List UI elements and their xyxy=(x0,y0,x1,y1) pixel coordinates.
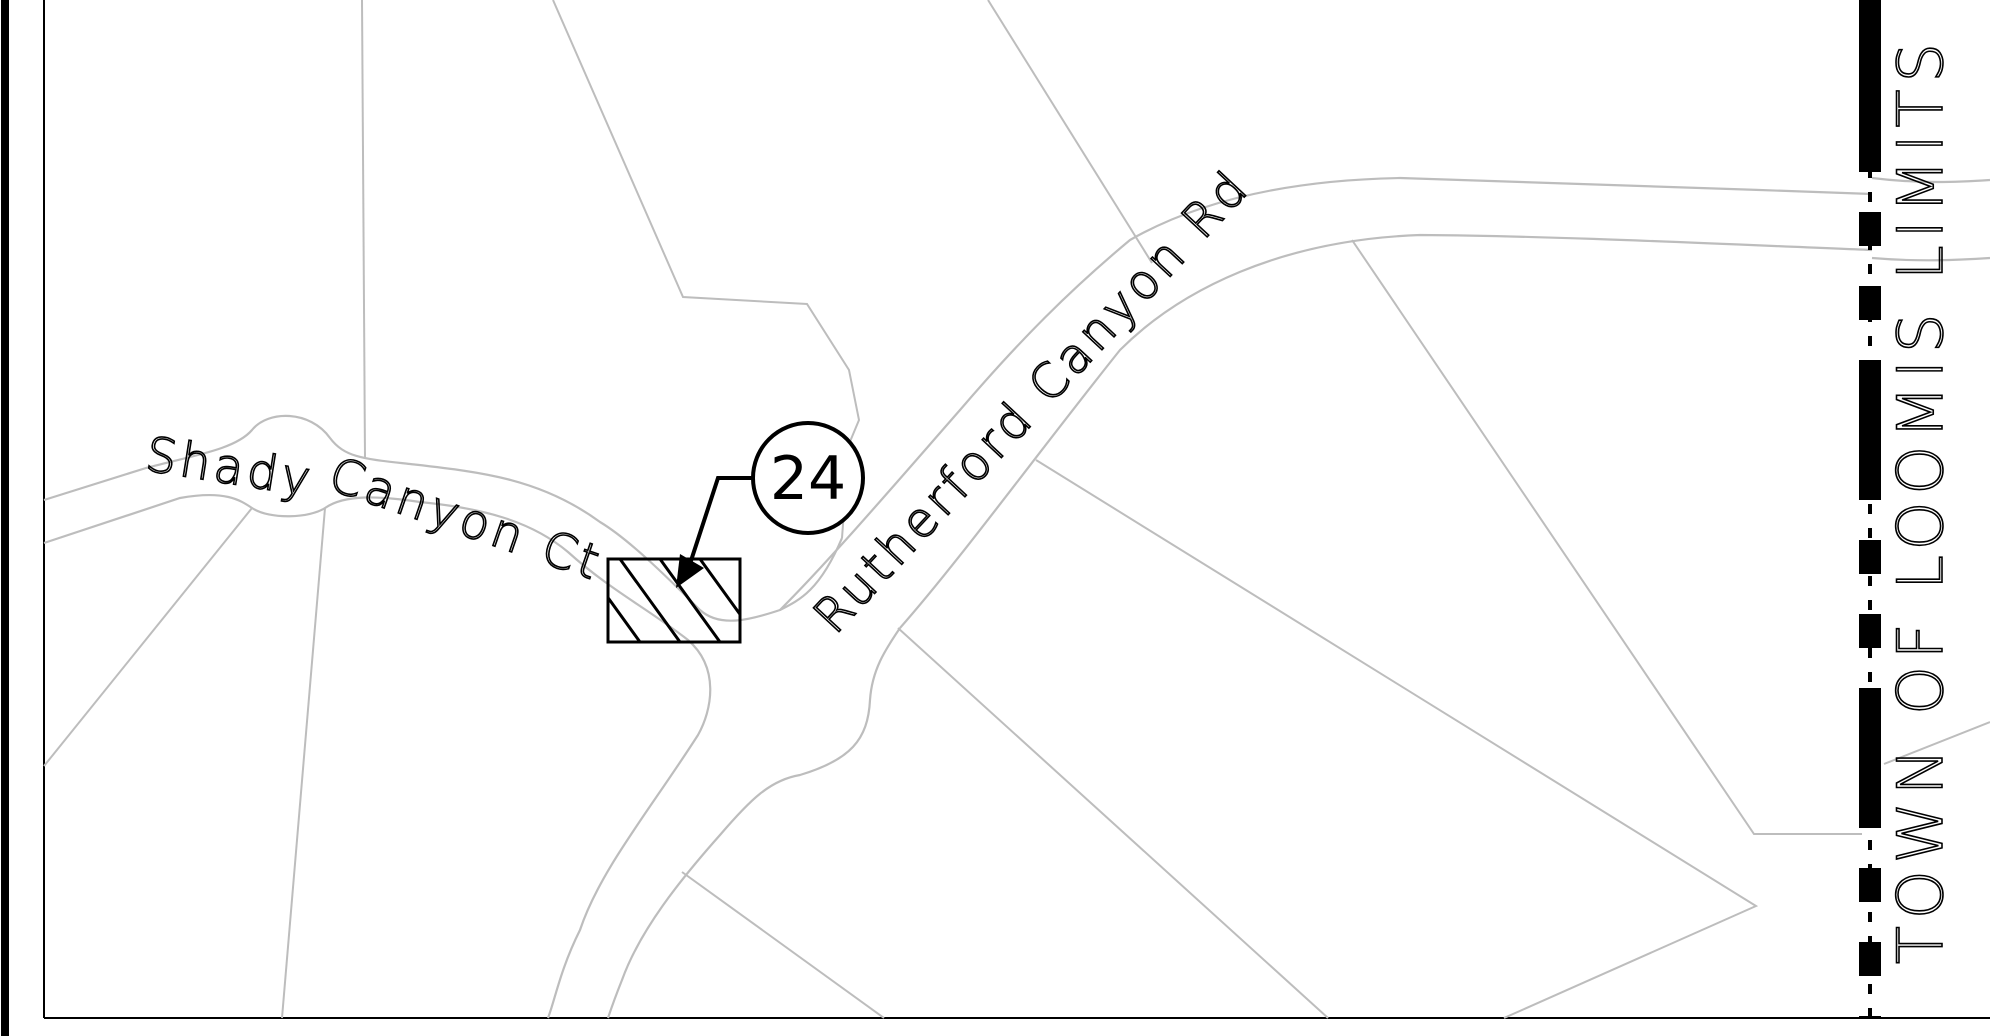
shady-canyon-ct-south-edge xyxy=(43,494,712,1019)
road-east-continuation xyxy=(1871,256,1990,262)
numbered-circle-callout-icon xyxy=(751,421,865,535)
parcel-line xyxy=(361,0,366,460)
parcel-line xyxy=(43,507,253,767)
street-label-shady-canyon-ct: Canyon Ct xyxy=(322,446,610,592)
parcel-lines xyxy=(43,0,1990,1019)
callout-24: 24 xyxy=(676,421,865,588)
leader-arrowhead xyxy=(676,554,704,588)
parcel-line xyxy=(897,627,1329,1019)
shady-canyon-ct-north-edge xyxy=(43,414,844,622)
site-location-marker xyxy=(606,557,742,644)
parcel-line xyxy=(681,871,885,1019)
parcel-line xyxy=(281,507,326,1019)
hatched-rectangle-icon xyxy=(606,557,742,644)
parcel-line xyxy=(1351,239,1862,835)
parcel-line xyxy=(987,0,1153,264)
street-labels: Shady Canyon Ct Rutherford Canyon Rd xyxy=(141,158,1261,645)
callout-number: 24 xyxy=(770,444,846,514)
town-limits-boundary: TOWN OF LOOMIS LIMITS xyxy=(1859,0,1958,1018)
road-east-continuation xyxy=(1871,176,1990,184)
hatch-pattern-icon xyxy=(608,559,740,642)
boundary-label: TOWN OF LOOMIS LIMITS xyxy=(1884,36,1957,964)
street-label-shady: Shady xyxy=(142,427,318,509)
leader-arrow-icon xyxy=(684,476,754,577)
road-edges xyxy=(43,176,1990,1019)
street-label-rutherford-canyon-rd: Rutherford Canyon Rd xyxy=(803,159,1261,645)
rutherford-canyon-rd-north-edge xyxy=(779,176,1873,611)
parcel-line xyxy=(1035,459,1759,1019)
rutherford-canyon-rd-south-edge-upper xyxy=(899,233,1873,629)
parcel-line xyxy=(1883,721,1990,765)
rutherford-canyon-rd-south-edge xyxy=(606,627,901,1019)
